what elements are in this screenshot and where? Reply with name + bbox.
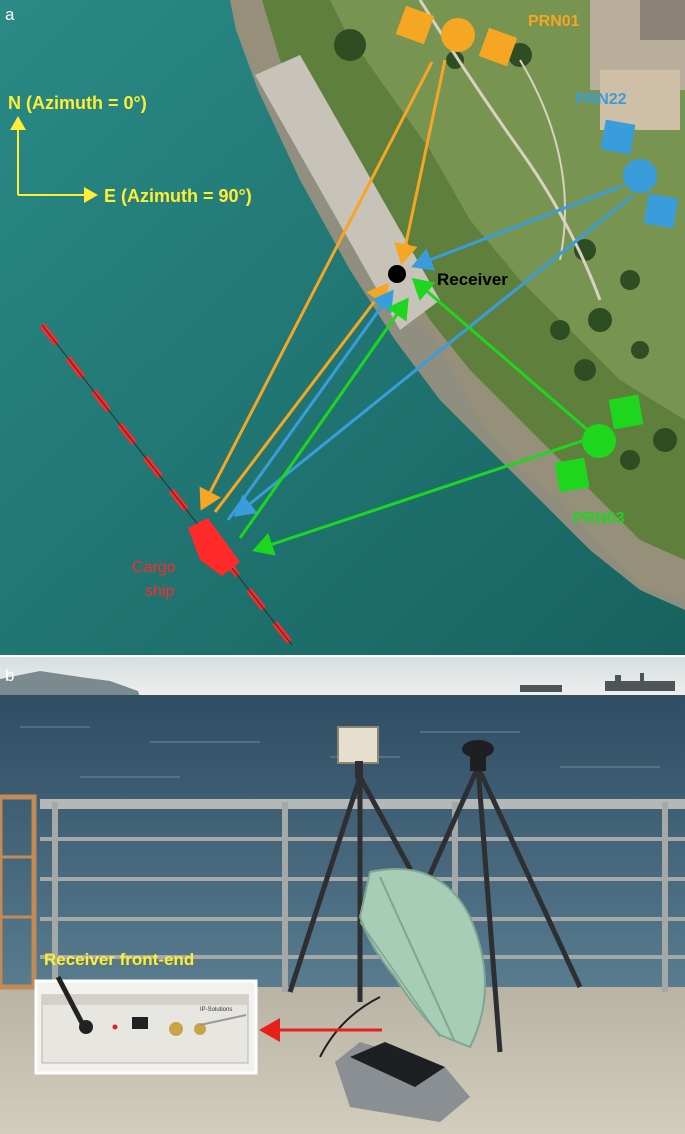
cargo-ship-label-line2: ship [145,583,174,600]
panel-b-field-photo: IP-Solutions Receiver front-end b [0,657,685,1134]
flat-antenna [338,727,378,763]
antenna-mount [355,761,363,779]
prn03-label: PRN03 [573,510,625,527]
panel-a-aerial-view: a N (Azimuth = 0°) E (Azimuth = 90°) PRN… [0,0,685,655]
receiver-front-end-label: Receiver front-end [44,950,194,969]
buildings [590,0,685,130]
aerial-scene: a N (Azimuth = 0°) E (Azimuth = 90°) PRN… [0,0,685,655]
gnss-antenna-mount [470,755,486,771]
compass-north-label: N (Azimuth = 0°) [8,93,147,113]
prn01-label: PRN01 [528,13,580,30]
field-scene: IP-Solutions Receiver front-end b [0,657,685,1134]
device-brand-text: IP-Solutions [200,1007,232,1013]
prn22-label: PRN22 [575,91,627,108]
panel-b-letter: b [5,666,14,685]
compass-east-label: E (Azimuth = 90°) [104,186,252,206]
receiver-dot [388,265,406,283]
cargo-ship-label-line1: Cargo [132,559,176,576]
receiver-label: Receiver [437,270,508,289]
panel-a-letter: a [5,5,15,24]
receiver-front-end-inset: IP-Solutions [36,977,256,1073]
